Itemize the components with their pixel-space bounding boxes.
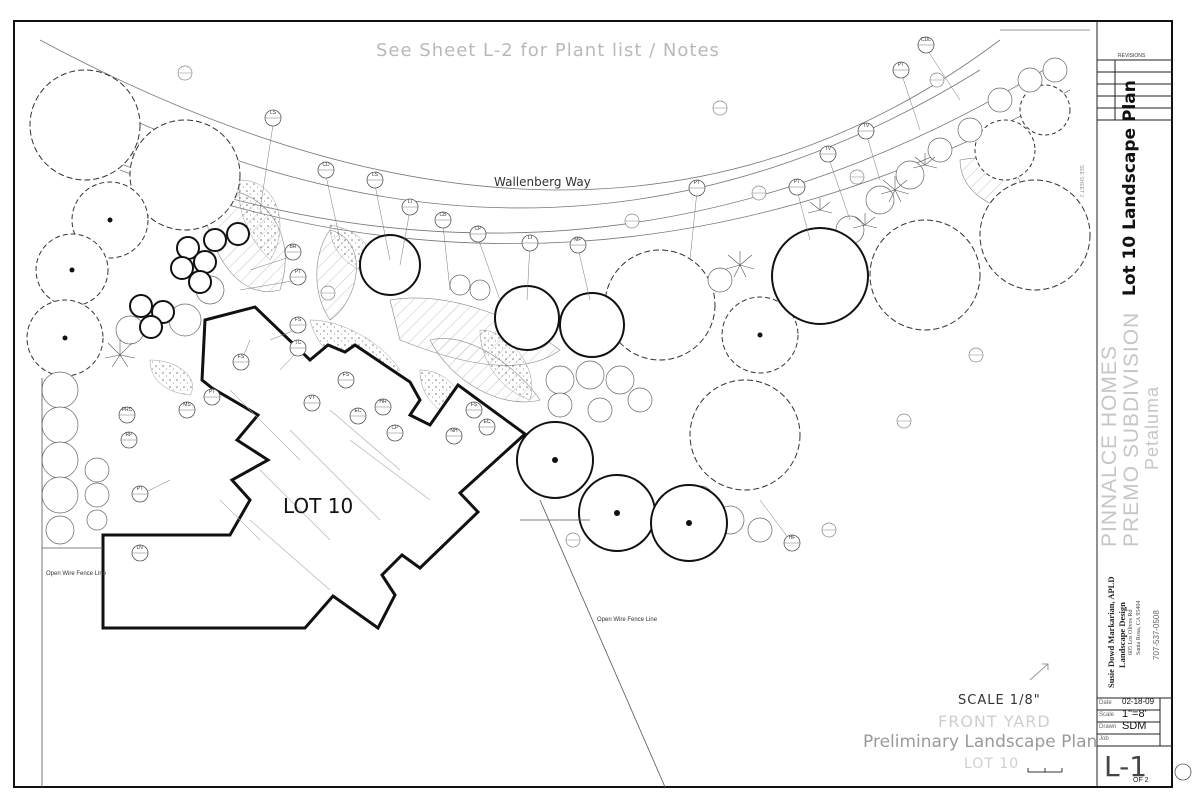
plant-tag-code: VT (308, 395, 316, 401)
street-label: Wallenberg Way (494, 175, 591, 189)
see-sheet-note: SEE SHEET 2 (1078, 165, 1084, 198)
sheet-number: L-1 (1104, 750, 1148, 783)
plant-tag-code: PT (793, 179, 801, 185)
front-yard-label: FRONT YARD (938, 712, 1051, 731)
plant-tag-code: LS (269, 110, 277, 116)
project-name: PINNALCE HOMES (1098, 345, 1121, 547)
revisions-label: REVISIONS (1118, 53, 1146, 59)
plant-tag-code: CDL (920, 37, 931, 43)
plant-tag-code: LI (527, 235, 533, 241)
scale-bar (1027, 768, 1063, 773)
plan-name: Preliminary Landscape Plan (863, 732, 1098, 752)
plant-tag-code: PT (294, 269, 302, 275)
plant-tag-code: MP (574, 237, 582, 243)
plant-list-note: See Sheet L-2 for Plant list / Notes (376, 40, 720, 61)
plant-tag-code: LS (371, 172, 379, 178)
tree-centers (62, 217, 763, 526)
plant-tag-code: CB (439, 212, 447, 218)
plant-tag-code: CD (322, 162, 330, 168)
plant-tag-code: PT (136, 486, 144, 492)
plant-tag-code: TV (862, 123, 870, 129)
scale-label: SCALE 1/8" (958, 693, 1041, 708)
fence-label: Open Wire Fence Line (597, 617, 658, 623)
scale-row-label: Scale (1099, 712, 1115, 718)
lot-label: LOT 10 (283, 494, 354, 518)
plant-tag-code: RP (125, 432, 133, 438)
sheet-index-circle (1174, 763, 1192, 781)
designer-name: Susie Dowd Markarian, APLD (1106, 576, 1116, 688)
tag-dividers (119, 44, 934, 554)
plant-tag-code: HR (379, 399, 387, 405)
fence-label: Open Wire Fence Line (46, 571, 107, 577)
leader-lines (139, 47, 961, 544)
existing-marker-lines (178, 72, 983, 541)
plant-tag-code: PT (693, 180, 701, 186)
date-label: Date (1099, 700, 1112, 706)
lot-bottom-label: LOT 10 (964, 756, 1020, 772)
firm-name: Landscape Design (1117, 602, 1127, 668)
plant-tag-code: EC (483, 419, 491, 425)
plant-tag-code: NH (450, 428, 458, 434)
interior-lines (219, 389, 431, 591)
shrub-masses (41, 57, 1068, 545)
sheet-border (13, 20, 1173, 788)
sheet-count: OF 2 (1133, 777, 1149, 784)
drawn-value: SDM (1122, 720, 1147, 732)
fence-lines (41, 378, 666, 788)
lot-10-building-outline (101, 305, 528, 631)
project-city: Petaluma (1142, 385, 1162, 470)
plant-tag-code: PT (208, 389, 216, 395)
plant-tag-code: DV (136, 545, 144, 551)
firm-address: 605 Los Olivos Rd (1128, 609, 1134, 655)
drawn-label: Drawn (1099, 724, 1117, 730)
plant-tag-code: FS (237, 354, 245, 360)
firm-city: Santa Rosa, CA 95404 (1136, 600, 1142, 655)
firm-phone: 707-537-0508 (1152, 610, 1161, 660)
north-arrow (1029, 663, 1049, 681)
large-canopy-trees (26, 69, 1091, 491)
plant-tag-code: FS (342, 372, 350, 378)
plant-tag-code: TC (294, 340, 302, 346)
plant-tag-code: FS (294, 317, 302, 323)
scale-row-value: 1"=8' (1122, 708, 1147, 720)
plant-tag-code: EC (354, 408, 362, 414)
sheet-title: Lot 10 Landscape Plan (1120, 80, 1140, 296)
plant-tag-code: HF (788, 535, 796, 541)
plant-tag-code: FS (470, 402, 478, 408)
date-value: 02-18-09 (1122, 697, 1155, 706)
plant-tag-code: MS (183, 402, 191, 408)
plant-tag-code: PT (897, 62, 905, 68)
plant-tag-code: CP (474, 226, 482, 232)
title-block-frame (1096, 21, 1172, 787)
plant-tag-code: BR (289, 244, 297, 250)
plant-tag-code: PRC (121, 407, 133, 413)
plant-tag-code: CP (391, 425, 399, 431)
job-label: Job (1099, 736, 1109, 742)
plant-tag-code: TV (824, 146, 832, 152)
project-subdivision: PREMO SUBDIVISION (1120, 311, 1143, 547)
plant-tag-code: LI (407, 199, 413, 205)
starburst-plants (104, 153, 938, 368)
